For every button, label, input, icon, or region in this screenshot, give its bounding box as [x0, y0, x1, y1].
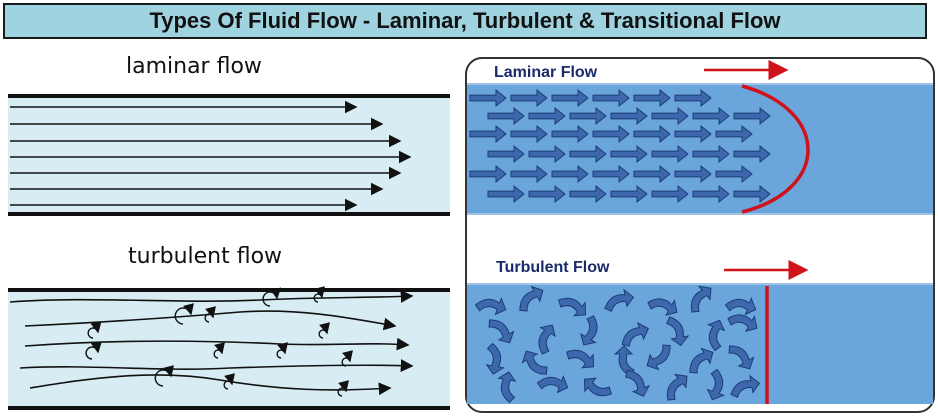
block-arrow-icon [592, 164, 630, 184]
block-arrow-icon [633, 88, 671, 108]
block-arrow-icon [551, 124, 589, 144]
swirl-arrow-icon [604, 288, 635, 312]
block-arrow-icon [592, 88, 630, 108]
page-title: Types Of Fluid Flow - Laminar, Turbulent… [3, 3, 927, 39]
right-panel [465, 57, 935, 413]
block-arrow-icon [651, 106, 689, 126]
swirl-arrow-icon [706, 319, 726, 352]
swirl-arrow-icon [728, 345, 755, 370]
block-arrow-icon [569, 106, 607, 126]
block-arrow-icon [487, 184, 525, 204]
swirl-arrow-icon [488, 319, 515, 344]
swirl-arrow-icon [647, 298, 678, 316]
laminar-velocity-arrows [469, 88, 771, 204]
block-arrow-icon [569, 184, 607, 204]
block-arrow-icon [651, 144, 689, 164]
turbulent-flow-label: turbulent flow [128, 244, 283, 269]
swirl-arrow-icon [519, 285, 544, 312]
swirl-arrow-icon [521, 350, 548, 375]
laminar-streamlines [10, 100, 412, 212]
swirl-arrow-icon [536, 374, 569, 394]
block-arrow-icon [715, 164, 753, 184]
block-arrow-icon [674, 88, 712, 108]
block-arrow-icon [528, 106, 566, 126]
block-arrow-icon [487, 144, 525, 164]
swirl-arrow-icon [724, 296, 757, 316]
block-arrow-icon [674, 124, 712, 144]
laminar-pipe [8, 94, 450, 216]
block-arrow-icon [487, 106, 525, 126]
swirl-arrow-icon [485, 342, 505, 375]
block-arrow-icon [692, 184, 730, 204]
block-arrow-icon [692, 144, 730, 164]
block-arrow-icon [510, 88, 548, 108]
velocity-profile-curve [741, 84, 810, 214]
block-arrow-icon [733, 144, 771, 164]
laminar-flow-label: laminar flow [126, 54, 262, 79]
swirl-arrow-icon [580, 315, 598, 346]
block-arrow-icon [651, 184, 689, 204]
swirl-arrow-icon [538, 324, 556, 355]
block-arrow-icon [592, 124, 630, 144]
block-arrow-icon [551, 164, 589, 184]
block-arrow-icon [569, 144, 607, 164]
eddies [85, 286, 353, 397]
swirl-arrow-icon [706, 368, 726, 401]
swirl-arrow-icon [666, 316, 690, 347]
swirl-arrow-icon [646, 344, 671, 371]
turbulent-pipe [8, 286, 450, 410]
block-arrow-icon [510, 164, 548, 184]
block-arrow-icon [674, 164, 712, 184]
swirl-arrow-icon [690, 285, 712, 313]
block-arrow-icon [610, 184, 648, 204]
block-arrow-icon [692, 106, 730, 126]
swirl-arrow-icon [666, 373, 688, 401]
swirl-arrow-icon [621, 321, 650, 347]
block-arrow-icon [633, 124, 671, 144]
turbulent-swirl-arrows [474, 285, 761, 404]
block-arrow-icon [469, 124, 507, 144]
swirl-arrow-icon [613, 345, 635, 377]
block-arrow-icon [733, 106, 771, 126]
block-arrow-icon [528, 144, 566, 164]
swirl-arrow-icon [474, 296, 507, 316]
block-arrow-icon [633, 164, 671, 184]
swirl-arrow-icon [730, 374, 761, 398]
block-arrow-icon [610, 106, 648, 126]
swirl-arrow-icon [566, 349, 595, 369]
swirl-arrow-icon [625, 369, 651, 398]
swirl-arrow-icon [497, 371, 517, 404]
swirl-arrow-icon [558, 297, 587, 317]
swirl-arrow-icon [727, 314, 758, 332]
turbulent-flow-title: Turbulent Flow [496, 259, 610, 276]
block-arrow-icon [715, 124, 753, 144]
block-arrow-icon [510, 124, 548, 144]
block-arrow-icon [610, 144, 648, 164]
swirl-arrow-icon [689, 347, 714, 374]
block-arrow-icon [469, 88, 507, 108]
laminar-flow-title: Laminar Flow [494, 64, 598, 81]
swirl-arrow-icon [583, 377, 612, 397]
block-arrow-icon [469, 164, 507, 184]
block-arrow-icon [733, 184, 771, 204]
block-arrow-icon [528, 184, 566, 204]
block-arrow-icon [551, 88, 589, 108]
